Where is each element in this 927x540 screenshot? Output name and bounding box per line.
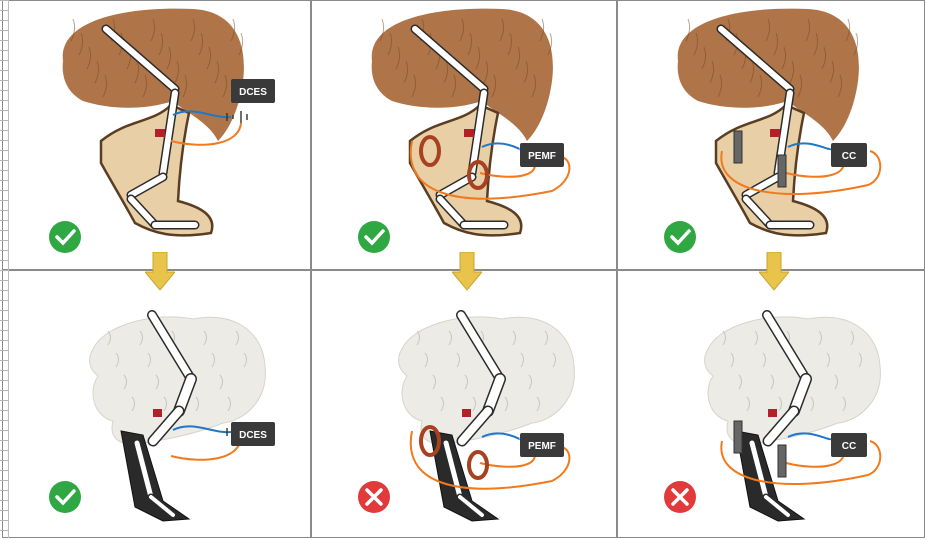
leg-bones bbox=[99, 24, 214, 237]
panel-horse-dces: DCES bbox=[2, 270, 311, 538]
checkmark-icon bbox=[358, 221, 390, 253]
fur bbox=[398, 316, 575, 445]
device-label: DCES bbox=[239, 87, 267, 98]
coil-icon bbox=[467, 450, 489, 480]
electrode-plate-icon bbox=[777, 154, 787, 188]
leg-bones bbox=[735, 310, 812, 522]
electrode-wires bbox=[720, 420, 882, 485]
coil-icon bbox=[467, 160, 489, 190]
scale-ruler bbox=[0, 0, 9, 270]
down-arrow-icon bbox=[452, 252, 482, 291]
electrode-plate-icon bbox=[733, 130, 743, 164]
panel-horse-pemf: PEMF bbox=[311, 270, 617, 538]
coil-icon bbox=[419, 135, 441, 167]
leg-bones bbox=[408, 24, 523, 237]
checkmark-icon bbox=[49, 481, 81, 513]
panel-dog-dces: DCES bbox=[2, 0, 311, 270]
panel-dog-cc: CC bbox=[617, 0, 925, 270]
electrode-wires bbox=[170, 110, 248, 146]
device-label: PEMF bbox=[528, 151, 556, 162]
coil-icon bbox=[419, 425, 441, 457]
device-label: CC bbox=[842, 441, 856, 452]
electrode-wires bbox=[409, 425, 571, 490]
checkmark-icon bbox=[49, 221, 81, 253]
down-arrow-icon bbox=[144, 252, 175, 291]
electrode-plate-icon bbox=[777, 444, 787, 478]
device-box: PEMF bbox=[520, 433, 564, 457]
device-box: CC bbox=[831, 433, 867, 457]
device-box: DCES bbox=[231, 422, 275, 446]
device-label: CC bbox=[842, 151, 856, 162]
battery-icon bbox=[226, 111, 248, 123]
panel-horse-cc: CC bbox=[617, 270, 925, 538]
electrode-plate-icon bbox=[733, 420, 743, 454]
leg-bones bbox=[120, 310, 197, 522]
device-label: DCES bbox=[239, 430, 267, 441]
device-label: PEMF bbox=[528, 441, 556, 452]
down-arrow-icon bbox=[759, 252, 789, 291]
panel-dog-pemf: PEMF bbox=[311, 0, 617, 270]
leg-bones bbox=[429, 310, 506, 522]
device-box: DCES bbox=[231, 79, 275, 103]
checkmark-icon bbox=[664, 221, 696, 253]
scale-ruler bbox=[0, 270, 9, 538]
cross-icon bbox=[358, 481, 390, 513]
device-box: CC bbox=[831, 143, 867, 167]
device-box: PEMF bbox=[520, 143, 564, 167]
cross-icon bbox=[664, 481, 696, 513]
fur bbox=[704, 316, 881, 445]
